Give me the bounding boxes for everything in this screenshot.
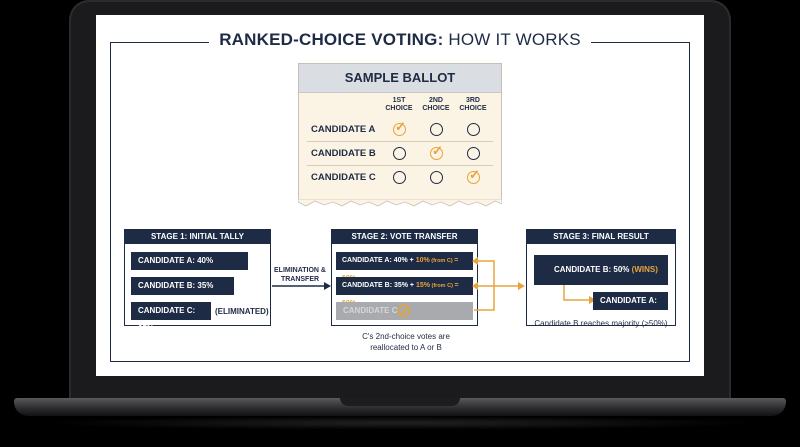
stage1-candidate-a: CANDIDATE A: 40%	[131, 252, 248, 270]
ballot-row-label-a: CANDIDATE A	[311, 124, 376, 135]
title-rest: HOW IT WORKS	[448, 30, 581, 49]
right-arrow-icon	[272, 282, 331, 290]
transfer-label: ELIMINATION &TRANSFER	[274, 267, 326, 283]
stage-2-title: STAGE 2: VOTE TRANSFER	[332, 230, 477, 244]
stage2-candidate-b: CANDIDATE B: 35% + 15% (from C) = 50%	[336, 277, 473, 307]
stage1-candidate-b: CANDIDATE B: 35%	[131, 277, 234, 295]
choice-b-1[interactable]	[393, 147, 406, 160]
eliminated-label: (ELIMINATED)	[215, 307, 269, 316]
stage1-candidate-c: CANDIDATE C: 25%	[131, 302, 211, 333]
prohibited-icon	[397, 304, 411, 318]
ballot-title: SAMPLE BALLOT	[344, 70, 456, 85]
stage2-candidate-a: CANDIDATE A: 40% + 10% (from C) = 50%	[336, 252, 473, 282]
choice-c-2[interactable]	[430, 171, 443, 184]
laptop-base	[14, 398, 786, 416]
checkmark-icon: ✓	[395, 119, 406, 134]
choice-a-2[interactable]	[430, 123, 443, 136]
result-arrow-icon	[494, 282, 525, 290]
stage-1-title: STAGE 1: INITIAL TALLY	[125, 230, 270, 244]
choice-a-3[interactable]	[467, 123, 480, 136]
elbow-arrow-icon	[563, 285, 596, 304]
checkmark-icon: ✓	[469, 167, 480, 182]
choice-a-1-checked[interactable]: ✓	[393, 119, 406, 136]
checkmark-icon: ✓	[432, 143, 443, 158]
ballot-row-label-c: CANDIDATE C	[311, 172, 376, 183]
runner-up-bar: CANDIDATE A: 50%	[593, 292, 668, 323]
laptop-shadow	[40, 416, 760, 430]
ballot-row-label-b: CANDIDATE B	[311, 148, 376, 159]
choice-b-2-checked[interactable]: ✓	[430, 143, 443, 160]
choice-c-1[interactable]	[393, 171, 406, 184]
ballot-torn-edge	[298, 199, 502, 207]
title-bold: RANKED-CHOICE VOTING:	[219, 30, 444, 49]
page-title: RANKED-CHOICE VOTING: HOW IT WORKS	[96, 30, 704, 50]
ballot-header	[299, 64, 501, 93]
laptop-notch	[340, 398, 460, 406]
stage-3-title: STAGE 3: FINAL RESULT	[527, 230, 675, 244]
choice-b-3[interactable]	[467, 147, 480, 160]
laptop-screen: RANKED-CHOICE VOTING: HOW IT WORKS SAMPL…	[96, 15, 704, 376]
row-divider	[307, 141, 493, 142]
row-divider	[307, 165, 493, 166]
winner-bar: CANDIDATE B: 50% (WINS)	[534, 255, 668, 285]
choice-c-3-checked[interactable]: ✓	[467, 167, 480, 184]
stage3-note: Candidate B reaches majority (>50%)	[534, 319, 668, 328]
